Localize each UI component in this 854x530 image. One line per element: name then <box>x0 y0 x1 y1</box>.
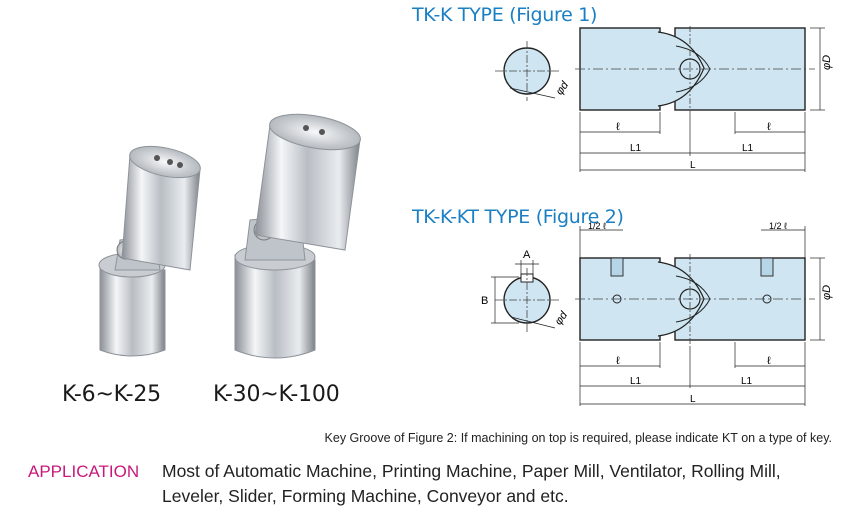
figure2-dim-B: B <box>481 295 488 307</box>
application-line-2: Leveler, Slider, Forming Machine, Convey… <box>162 486 569 506</box>
model-label-small: K-6~K-25 <box>62 382 161 407</box>
figure2-dim-half-l-right: 1/2 ℓ <box>769 222 788 231</box>
figure2-coupling-body <box>575 254 815 346</box>
figure1-dim-L1-left: L1 <box>630 143 642 154</box>
figure2-dim-half-l-left: 1/2 ℓ <box>588 222 607 231</box>
figure2-title: TK-K-KT TYPE (Figure 2) <box>412 206 624 228</box>
large-coupling-photo <box>234 113 361 359</box>
coupling-photos <box>60 110 390 380</box>
key-groove-note: Key Groove of Figure 2: If machining on … <box>324 431 832 445</box>
figure1-dim-l-right: ℓ <box>767 121 771 133</box>
figure1-dimensions <box>579 27 825 172</box>
figure1-dim-l-left: ℓ <box>616 121 620 133</box>
figure2-dim-L1-right: L1 <box>741 376 753 387</box>
figure1-dim-L1-right: L1 <box>742 143 754 154</box>
model-label-large: K-30~K-100 <box>213 382 340 407</box>
figure1-end-view: φd <box>495 41 572 101</box>
figure1-dim-L: L <box>690 160 696 171</box>
figure2-drawing: A B φd 1/2 ℓ 1/2 ℓ φD ℓ ℓ <box>481 222 833 406</box>
figure1-coupling-body <box>575 26 815 116</box>
coupling-photo-illustration <box>98 113 361 359</box>
figure2-dim-L1-left: L1 <box>630 376 642 387</box>
figure1-dim-phi-d: φd <box>554 79 572 97</box>
application-text: Most of Automatic Machine, Printing Mach… <box>162 459 842 509</box>
figure2-dim-L: L <box>690 394 696 405</box>
application-line-1: Most of Automatic Machine, Printing Mach… <box>162 461 781 481</box>
figure2-dim-phi-D: φD <box>821 285 833 300</box>
figure2-dim-l-left: ℓ <box>616 355 620 367</box>
figure1-title: TK-K TYPE (Figure 1) <box>412 4 598 26</box>
figure1-dim-phi-D: φD <box>821 55 833 70</box>
figure2-end-view <box>491 260 559 332</box>
figure2-dim-phi-d: φd <box>553 309 571 327</box>
figure1-drawing: φd φD ℓ ℓ L1 L1 L <box>495 26 833 172</box>
application-label: APPLICATION <box>28 462 140 481</box>
figure2-dimensions <box>579 226 825 406</box>
figure2-dim-l-right: ℓ <box>767 355 771 367</box>
small-coupling-photo <box>98 145 201 357</box>
figure2-dim-A: A <box>523 249 531 261</box>
